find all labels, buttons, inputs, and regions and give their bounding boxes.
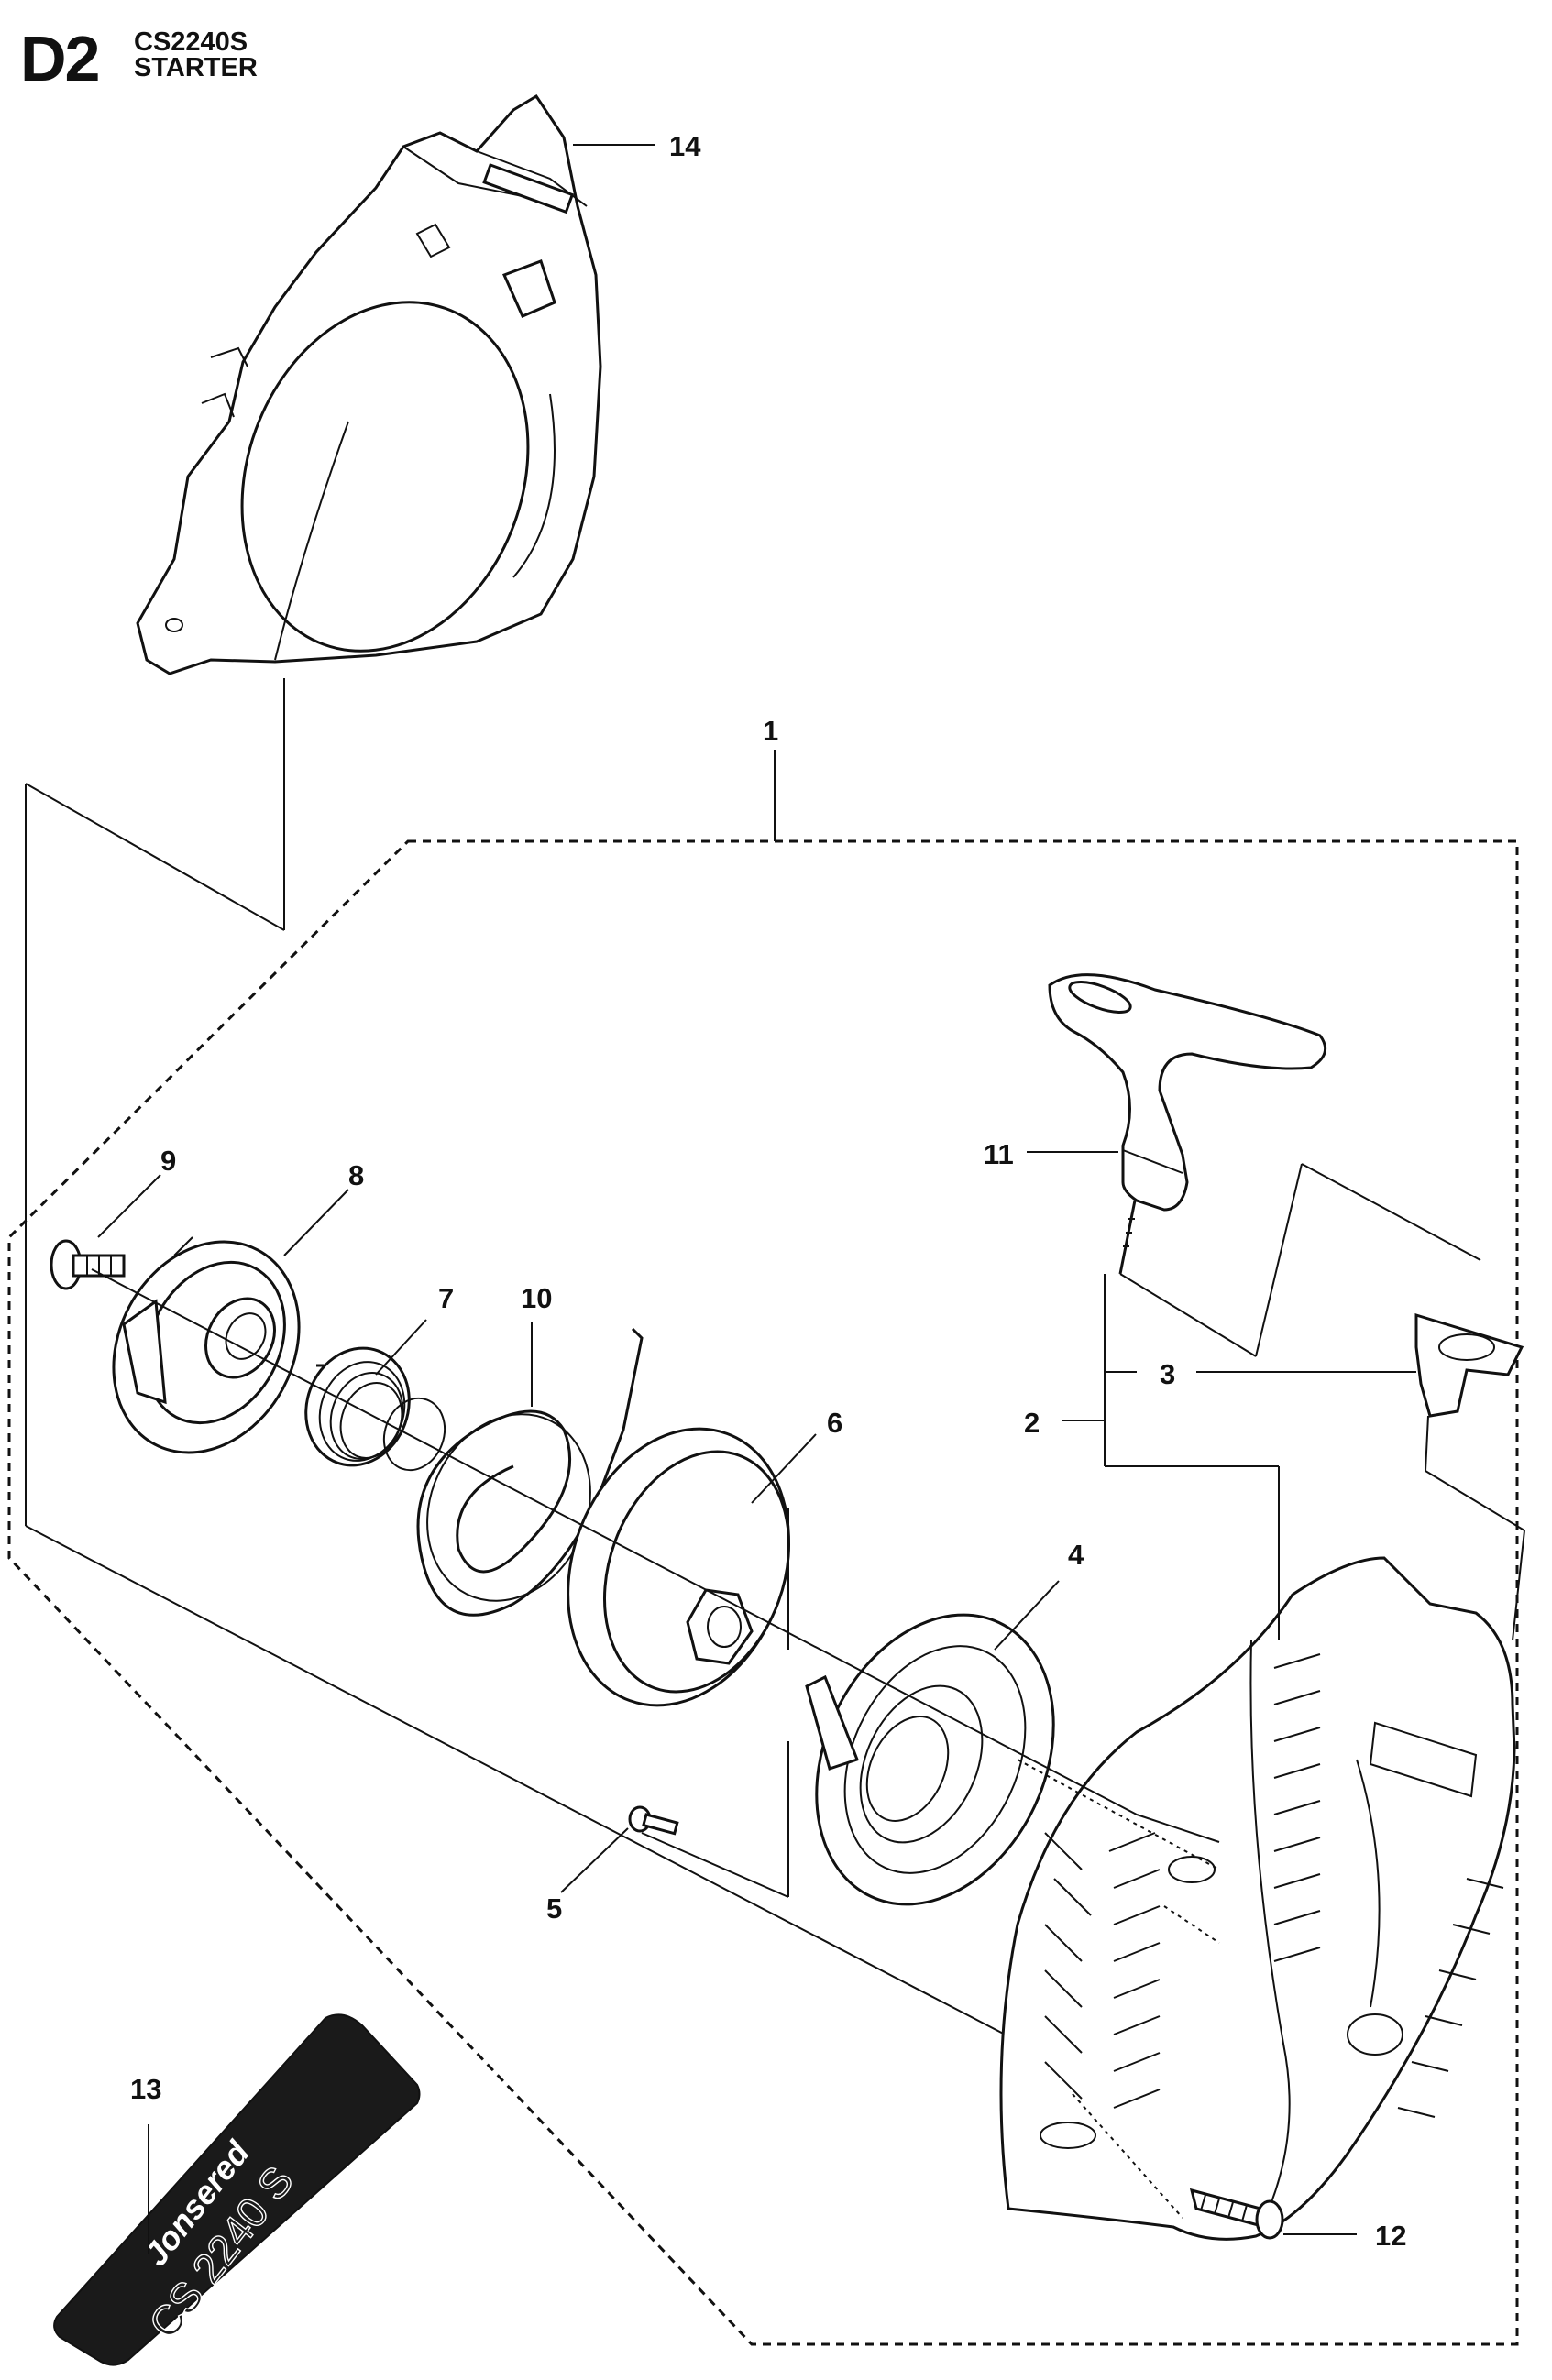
part-spring-cassette-4	[805, 1613, 1055, 1906]
part-fan-housing-14	[25, 93, 602, 931]
assembly-boundary	[7, 839, 1519, 2346]
axis-line	[1136, 1814, 1220, 1843]
part-grommet-3	[1414, 1312, 1525, 1641]
diagram-title: STARTER	[134, 53, 258, 82]
callout-7: 7	[438, 1282, 454, 1314]
outline-line	[641, 1832, 789, 1898]
callout-8: 8	[348, 1159, 364, 1191]
part-rope-pulley-6	[567, 1427, 791, 1707]
leader-6	[751, 1433, 817, 1504]
callout-14: 14	[669, 130, 701, 162]
leader-8	[283, 1189, 349, 1256]
callout-10: 10	[521, 1282, 552, 1314]
callout-9: 9	[160, 1145, 176, 1177]
part-bolt-9	[50, 1239, 126, 1290]
callout-4: 4	[1068, 1539, 1084, 1571]
section-code: D2	[20, 23, 100, 94]
callout-3: 3	[1160, 1358, 1175, 1390]
leader-4	[994, 1580, 1060, 1651]
leader-5	[560, 1827, 629, 1893]
part-screw-5	[628, 1805, 679, 1836]
leader-7	[375, 1319, 427, 1376]
callout-12: 12	[1375, 2220, 1406, 2252]
part-spring-7	[304, 1346, 446, 1472]
part-starter-cover-2	[999, 1274, 1516, 2241]
part-screw-12	[1189, 2188, 1284, 2240]
callout-11: 11	[984, 1138, 1014, 1170]
model-number: CS2240S	[134, 27, 248, 57]
callout-5: 5	[546, 1892, 562, 1925]
callout-2: 2	[1024, 1407, 1040, 1439]
axis-line	[91, 1268, 1138, 1815]
callout-13: 13	[130, 2073, 161, 2105]
leader-9	[97, 1174, 161, 1238]
part-decal-13: Jonsered CS 2240 S	[53, 2013, 421, 2366]
callout-6: 6	[827, 1407, 842, 1439]
part-starter-handle-11	[1048, 973, 1481, 1357]
part-pulley-8	[112, 1236, 301, 1454]
callout-1: 1	[763, 715, 778, 747]
